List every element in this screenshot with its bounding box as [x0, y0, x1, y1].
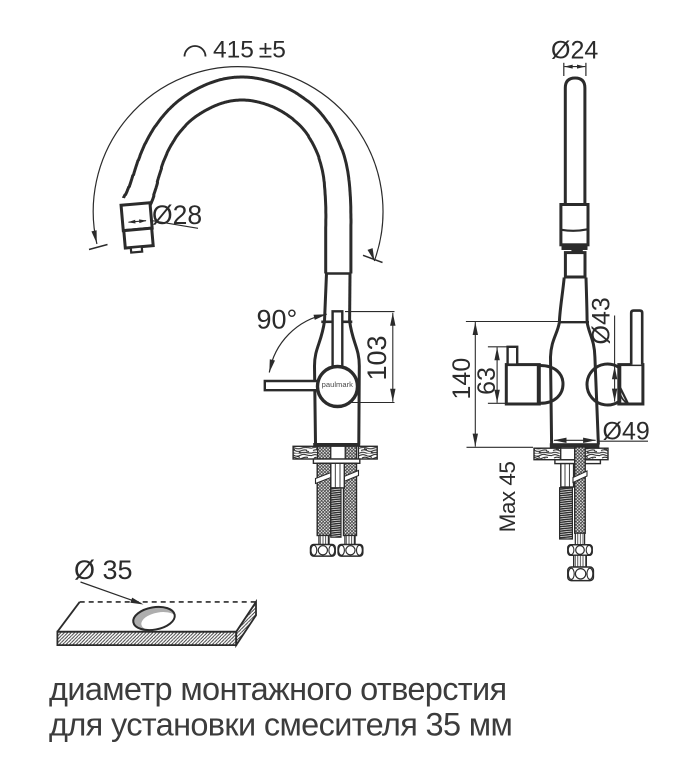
svg-text:Ø28: Ø28 [152, 200, 202, 230]
svg-text:103: 103 [362, 335, 392, 380]
svg-text:для установки смесителя 35 мм: для установки смесителя 35 мм [49, 707, 512, 743]
svg-text:140: 140 [448, 358, 476, 400]
svg-text:Ø49: Ø49 [603, 418, 650, 446]
svg-text:415 ±5: 415 ±5 [213, 37, 286, 64]
svg-text:90°: 90° [257, 305, 298, 335]
svg-text:диаметр монтажного отверстия: диаметр монтажного отверстия [49, 671, 506, 707]
svg-text:Max 45: Max 45 [495, 462, 520, 533]
svg-text:Ø 35: Ø 35 [74, 555, 133, 585]
svg-text:63: 63 [473, 367, 501, 395]
svg-text:Ø43: Ø43 [588, 297, 616, 344]
svg-text:paulmark: paulmark [322, 380, 353, 389]
svg-text:Ø24: Ø24 [551, 37, 598, 65]
